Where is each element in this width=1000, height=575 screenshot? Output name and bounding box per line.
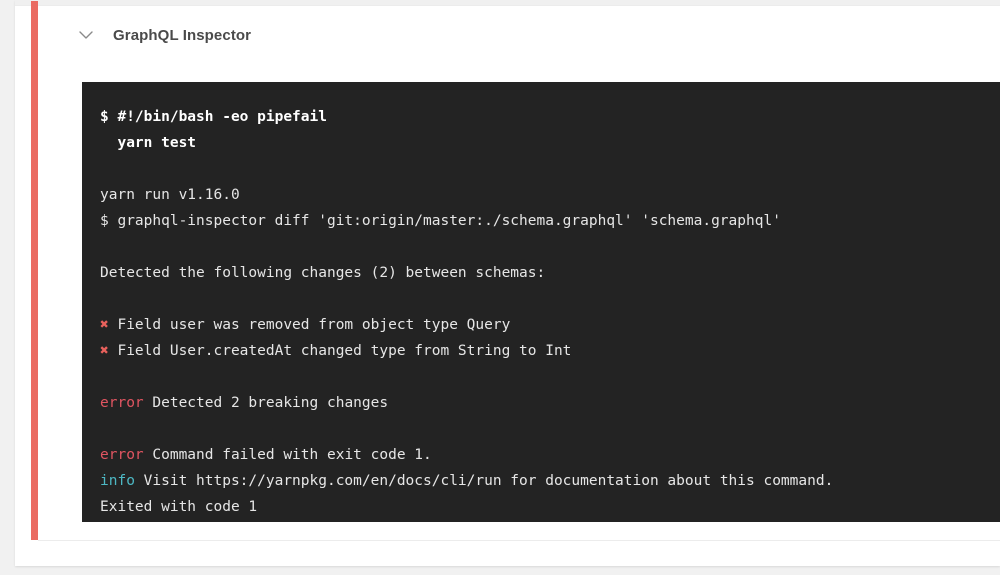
log-line: Exited with code 1 <box>100 494 1000 520</box>
log-command-text: yarn test <box>100 135 197 151</box>
log-line: $ #!/bin/bash -eo pipefail <box>100 104 1000 130</box>
log-line: yarn test <box>100 130 1000 156</box>
log-line-text: Detected the following changes (2) betwe… <box>100 265 546 281</box>
log-line-text: Exited with code 1 <box>100 499 258 515</box>
log-line: ✖ Field User.createdAt changed type from… <box>100 338 1000 364</box>
log-line: $ graphql-inspector diff 'git:origin/mas… <box>100 208 1000 234</box>
log-line: info Visit https://yarnpkg.com/en/docs/c… <box>100 468 1000 494</box>
log-line <box>100 416 1000 442</box>
card-top-divider <box>15 0 1000 6</box>
log-info-marker: info <box>100 473 135 489</box>
card-footer <box>15 541 1000 566</box>
log-line <box>100 286 1000 312</box>
chevron-down-icon[interactable] <box>75 24 97 46</box>
step-bottom-divider <box>38 540 1000 541</box>
log-line <box>100 156 1000 182</box>
log-line <box>100 364 1000 390</box>
log-line: Detected the following changes (2) betwe… <box>100 260 1000 286</box>
log-line: error Detected 2 breaking changes <box>100 390 1000 416</box>
terminal-output[interactable]: $ #!/bin/bash -eo pipefail yarn test yar… <box>82 82 1000 522</box>
log-line-text: Field user was removed from object type … <box>108 317 511 333</box>
log-command-text: $ #!/bin/bash -eo pipefail <box>100 109 327 125</box>
log-line-text: Detected 2 breaking changes <box>143 395 389 411</box>
build-step: GraphQL Inspector $ #!/bin/bash -eo pipe… <box>38 1 1000 566</box>
log-cross-marker: ✖ <box>100 343 109 359</box>
log-line-text: Visit https://yarnpkg.com/en/docs/cli/ru… <box>134 473 834 489</box>
log-cross-marker: ✖ <box>100 317 109 333</box>
log-error-marker: error <box>100 447 144 463</box>
log-line-text: Command failed with exit code 1. <box>143 447 432 463</box>
log-line: ✖ Field user was removed from object typ… <box>100 312 1000 338</box>
log-line: error Command failed with exit code 1. <box>100 442 1000 468</box>
log-line-text: Field User.createdAt changed type from S… <box>108 343 572 359</box>
log-line-text: $ graphql-inspector diff 'git:origin/mas… <box>100 213 781 229</box>
log-line <box>100 234 1000 260</box>
step-header[interactable]: GraphQL Inspector <box>38 1 251 69</box>
step-status-bar <box>31 1 38 540</box>
log-line: yarn run v1.16.0 <box>100 182 1000 208</box>
build-step-card: GraphQL Inspector $ #!/bin/bash -eo pipe… <box>15 0 1000 566</box>
log-body: $ #!/bin/bash -eo pipefail yarn test yar… <box>82 104 1000 520</box>
page-title: GraphQL Inspector <box>113 26 252 44</box>
log-line-text: yarn run v1.16.0 <box>100 187 240 203</box>
log-error-marker: error <box>100 395 144 411</box>
